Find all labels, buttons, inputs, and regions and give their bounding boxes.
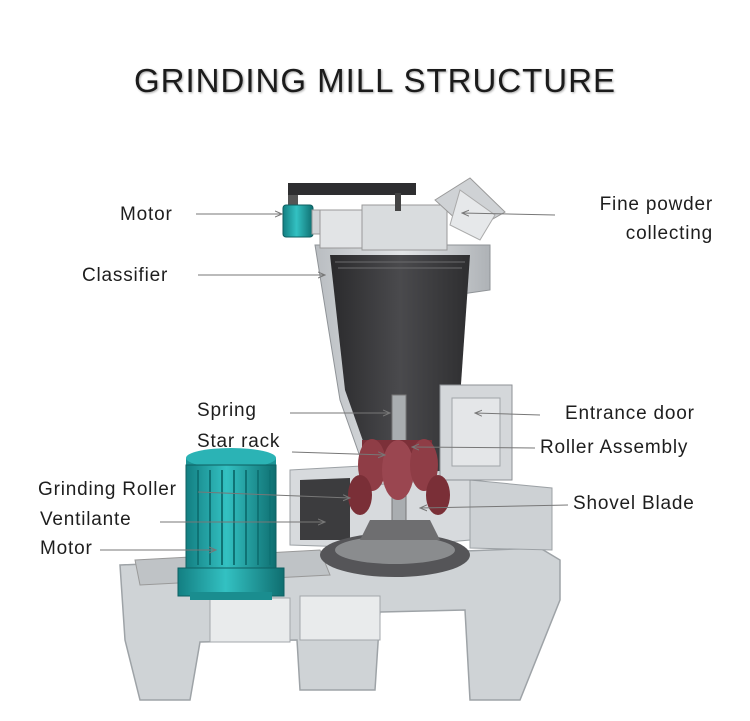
- label-motor-top: Motor: [120, 204, 173, 225]
- label-fine-powder-line2: collecting: [625, 223, 713, 244]
- label-shovel-blade: Shovel Blade: [573, 493, 695, 514]
- label-grinding-roller: Grinding Roller: [38, 479, 177, 500]
- label-fine-powder-line1: Fine powder: [599, 194, 713, 215]
- main-motor-drawing: [177, 448, 285, 600]
- label-star-rack: Star rack: [197, 431, 281, 452]
- roller-assembly-drawing: [348, 394, 450, 540]
- diagram-title: GRINDING MILL STRUCTURE: [134, 62, 616, 99]
- label-spring: Spring: [197, 400, 257, 421]
- label-entrance-door: Entrance door: [565, 403, 695, 424]
- label-classifier: Classifier: [82, 265, 169, 286]
- leader-lines: [100, 213, 569, 550]
- label-motor-bottom: Motor: [40, 538, 93, 559]
- label-roller-assembly: Roller Assembly: [540, 437, 689, 458]
- top-motor-drawing: [282, 183, 416, 249]
- lower-housing: [289, 459, 553, 577]
- label-ventilante: Ventilante: [40, 509, 132, 530]
- mill-body: [314, 177, 513, 486]
